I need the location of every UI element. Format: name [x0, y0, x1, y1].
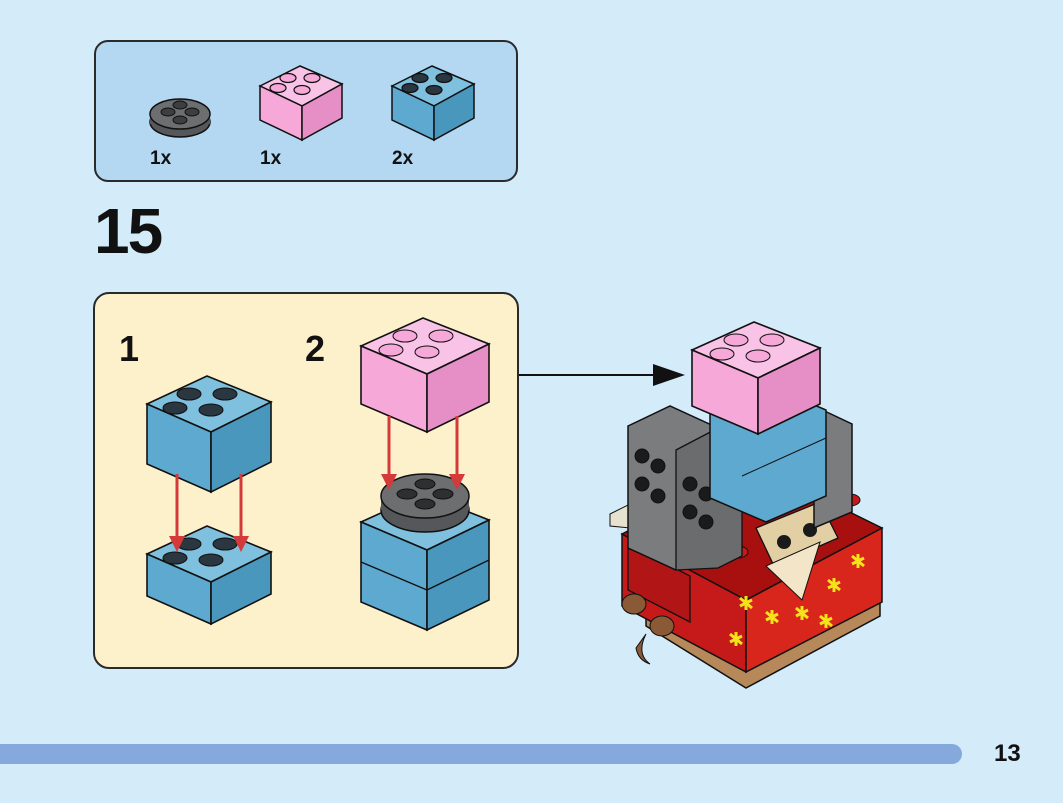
parts-list-panel: 1x 1x 2x: [94, 40, 518, 182]
grey-round-plate-image: [380, 473, 470, 533]
step-number: 15: [94, 195, 163, 267]
pink-brick-image: [359, 317, 491, 434]
substep-number-2: 2: [305, 328, 326, 369]
part-blue-brick-image: [390, 65, 476, 142]
part-pink-brick-image: [258, 65, 344, 142]
page-progress-bar: [0, 744, 962, 764]
blue-brick-top-image: [145, 375, 273, 494]
substep-panel: 1 2: [93, 292, 519, 669]
callout-arrow-icon: [519, 364, 685, 386]
part-count-blue-brick: 2x: [392, 148, 414, 169]
model-build-illustration: [609, 321, 884, 689]
page-number: 13: [994, 740, 1021, 767]
part-grey-round-plate-image: [149, 98, 211, 138]
part-count-pink-brick: 1x: [260, 148, 282, 169]
substep-1-illustration: [145, 375, 273, 626]
substep-number-1: 1: [119, 328, 140, 369]
assembly-arrow-icon: [169, 474, 249, 552]
part-count-grey-plate: 1x: [150, 148, 172, 169]
substep-2-illustration: [359, 317, 491, 632]
assembly-arrow-icon: [381, 416, 465, 490]
blue-brick-bottom-image: [145, 525, 273, 626]
